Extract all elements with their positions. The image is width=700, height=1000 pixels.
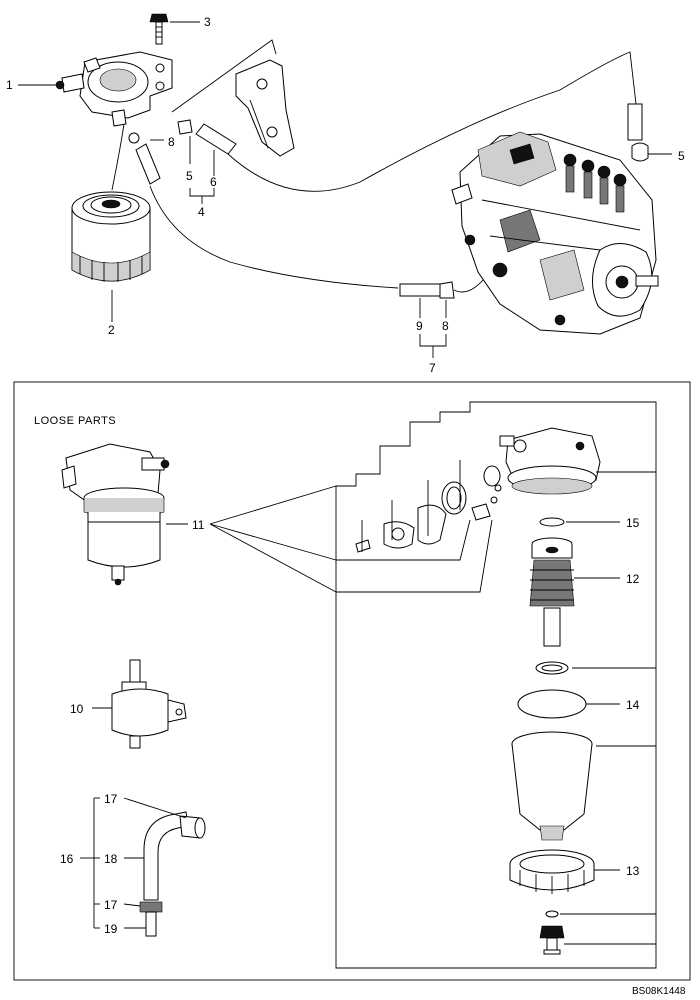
- label-part-16: 16: [60, 852, 74, 866]
- label-part-13: 13: [626, 864, 640, 878]
- leader-11-lines: [209, 485, 493, 593]
- label-part-12: 12: [626, 572, 640, 586]
- label-part-17-top: 17: [104, 792, 118, 806]
- exploded-small-parts: [355, 460, 502, 553]
- loose-parts-title: LOOSE PARTS: [34, 415, 116, 427]
- label-part-4: 4: [198, 205, 205, 219]
- label-part-5-right: 5: [678, 149, 685, 163]
- label-part-8-bottom: 8: [442, 319, 449, 333]
- label-part-18: 18: [104, 852, 118, 866]
- top-labels: 1 3 8 5 2 5 6 4 9 8 7: [6, 15, 685, 375]
- top-leaders: [18, 21, 672, 358]
- label-part-11: 11: [192, 518, 205, 532]
- label-part-7: 7: [429, 361, 436, 375]
- label-part-5-left: 5: [186, 169, 193, 183]
- bolt-3: [149, 13, 169, 45]
- label-part-19: 19: [104, 922, 118, 936]
- panel-labels: 11 15 12 14 13 10 17 16 18 17 19: [60, 516, 640, 936]
- label-part-15: 15: [626, 516, 640, 530]
- label-part-1: 1: [6, 78, 13, 92]
- label-part-8-top: 8: [168, 135, 175, 149]
- filter-cartridge: [71, 191, 151, 282]
- fuel-filter-10: [111, 659, 187, 749]
- label-part-6: 6: [210, 175, 217, 189]
- label-part-17-bottom: 17: [104, 898, 118, 912]
- filter-bowl: [511, 731, 593, 841]
- fuel-lines: [111, 39, 637, 293]
- filter-head: [55, 51, 173, 127]
- drain-plug: [539, 925, 565, 955]
- seal-ring-inner: [541, 664, 563, 672]
- fuel-tube-16: [139, 811, 206, 937]
- ring-nut-13: [509, 849, 595, 894]
- label-part-3: 3: [204, 15, 211, 29]
- right-brackets: [560, 471, 656, 945]
- document-code: BS08K1448: [632, 986, 686, 997]
- gasket-14: [517, 689, 587, 719]
- label-part-9: 9: [416, 319, 423, 333]
- panel-leaders: [80, 521, 620, 929]
- label-part-2: 2: [108, 323, 115, 337]
- label-part-10: 10: [70, 702, 84, 716]
- mounting-bracket: [235, 59, 295, 157]
- loose-parts-frame: [13, 381, 691, 981]
- filter-element-12: [529, 537, 575, 647]
- label-part-14: 14: [626, 698, 640, 712]
- exploded-view-frame: [335, 401, 657, 969]
- injection-pump: [451, 131, 659, 335]
- hoses-top: [128, 103, 649, 299]
- o-ring-15: [539, 517, 565, 527]
- filter-head-exploded: [499, 427, 601, 495]
- filter-assembly-11: [61, 443, 170, 586]
- drain-o-ring: [545, 910, 559, 918]
